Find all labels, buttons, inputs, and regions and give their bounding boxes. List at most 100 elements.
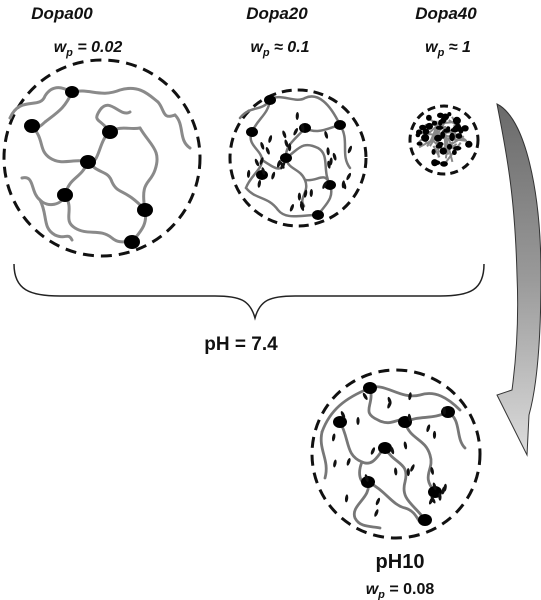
crosslink-dot bbox=[446, 143, 453, 150]
wp-label-dopa00: wp = 0.02 bbox=[54, 39, 123, 59]
catechol-mark bbox=[347, 145, 353, 154]
crosslink-dot bbox=[465, 140, 473, 148]
crosslink-dot bbox=[454, 123, 462, 132]
crosslink-dot bbox=[435, 125, 444, 130]
polymer-chain bbox=[238, 95, 342, 127]
wp-label-dopa40: wp ≈ 1 bbox=[425, 39, 471, 59]
grouping-brace bbox=[13, 263, 485, 321]
catechol-mark bbox=[276, 159, 281, 168]
crosslink-dot bbox=[137, 203, 153, 217]
crosslink-dot bbox=[452, 149, 457, 155]
catechol-mark bbox=[326, 147, 330, 156]
catechol-mark bbox=[284, 139, 289, 148]
network-boundary bbox=[310, 368, 482, 540]
catechol-mark bbox=[265, 147, 270, 155]
catechol-mark bbox=[375, 497, 381, 506]
crosslink-dot bbox=[24, 119, 40, 133]
crosslink-dot bbox=[416, 141, 423, 146]
catechol-mark bbox=[344, 494, 349, 503]
catechol-mark bbox=[346, 457, 351, 466]
network-boundary bbox=[408, 104, 480, 176]
catechol-mark bbox=[443, 483, 447, 492]
network-dopa20 bbox=[228, 88, 368, 228]
network-dopa40 bbox=[408, 104, 480, 176]
crosslink-dot bbox=[453, 146, 462, 151]
wp-label-dopa20: wp ≈ 0.1 bbox=[250, 39, 309, 59]
catechol-mark bbox=[403, 441, 408, 450]
crosslink-dot bbox=[280, 153, 292, 163]
catechol-mark bbox=[332, 152, 337, 161]
polymer-chain bbox=[38, 198, 74, 242]
catechol-mark bbox=[430, 496, 436, 504]
crosslink-dot bbox=[124, 235, 140, 249]
catechol-mark bbox=[333, 459, 337, 468]
polymer-chain bbox=[403, 420, 437, 494]
catechol-mark bbox=[282, 130, 287, 139]
catechol-mark bbox=[362, 392, 368, 400]
catechol-mark bbox=[297, 192, 301, 201]
catechol-mark bbox=[309, 189, 313, 197]
catechol-mark bbox=[254, 158, 260, 167]
crosslink-dot bbox=[361, 476, 375, 488]
crosslink-dot bbox=[333, 416, 347, 428]
crosslink-dot bbox=[363, 382, 377, 394]
polymer-chain bbox=[383, 446, 427, 522]
catechol-mark bbox=[324, 131, 329, 139]
crosslink-dot bbox=[439, 147, 447, 155]
catechol-mark bbox=[438, 492, 442, 501]
catechol-mark bbox=[288, 143, 292, 152]
crosslink-dot bbox=[432, 160, 441, 166]
crosslink-dot bbox=[312, 210, 324, 220]
catechol-mark bbox=[260, 141, 265, 150]
catechol-mark bbox=[246, 169, 251, 178]
catechol-mark bbox=[257, 179, 261, 188]
polymer-chain bbox=[244, 98, 272, 190]
catechol-mark bbox=[280, 162, 286, 170]
crosslink-dot bbox=[440, 161, 448, 167]
catechol-mark bbox=[406, 468, 410, 477]
crosslink-dot bbox=[378, 442, 392, 454]
catechol-mark bbox=[268, 135, 273, 143]
sample-title-dopa20: Dopa20 bbox=[246, 4, 308, 23]
crosslink-dot bbox=[102, 125, 118, 139]
crosslink-dot bbox=[434, 134, 443, 142]
catechol-mark bbox=[329, 157, 333, 166]
sample-title-dopa40: Dopa40 bbox=[415, 4, 477, 23]
catechol-mark bbox=[426, 424, 431, 433]
crosslink-dot bbox=[65, 86, 79, 98]
crosslink-dot bbox=[426, 114, 432, 121]
catechol-mark bbox=[356, 417, 360, 425]
catechol-mark bbox=[346, 172, 352, 181]
catechol-mark bbox=[271, 171, 276, 180]
sample-title-dopa00: Dopa00 bbox=[31, 4, 93, 23]
catechol-mark bbox=[289, 204, 295, 212]
ph-group-label: pH = 7.4 bbox=[204, 334, 278, 355]
catechol-mark bbox=[394, 467, 398, 476]
polymer-chain bbox=[86, 160, 147, 212]
polymer-chain bbox=[284, 143, 332, 187]
catechol-mark bbox=[387, 396, 392, 405]
catechol-mark bbox=[430, 466, 434, 475]
catechol-mark bbox=[322, 181, 327, 189]
polymer-chain bbox=[95, 103, 132, 134]
network-boundary bbox=[2, 58, 202, 258]
polymer-chain bbox=[173, 113, 192, 150]
catechol-mark bbox=[293, 128, 299, 136]
crosslink-dot bbox=[425, 122, 433, 130]
result-title: pH10 bbox=[376, 551, 425, 573]
catechol-mark bbox=[340, 411, 346, 419]
catechol-mark bbox=[331, 433, 336, 442]
crosslink-dot bbox=[57, 188, 73, 202]
polymer-chain bbox=[319, 430, 328, 480]
polymer-chain bbox=[432, 145, 441, 158]
polymer-chain bbox=[8, 86, 177, 120]
crosslink-dot bbox=[299, 123, 311, 133]
polymer-chain bbox=[352, 460, 382, 530]
crosslink-dot bbox=[449, 132, 455, 142]
crosslink-dot bbox=[452, 116, 461, 125]
catechol-mark bbox=[295, 112, 299, 120]
crosslink-dot bbox=[431, 148, 436, 155]
catechol-mark bbox=[374, 509, 379, 517]
polymer-chain bbox=[284, 126, 308, 208]
